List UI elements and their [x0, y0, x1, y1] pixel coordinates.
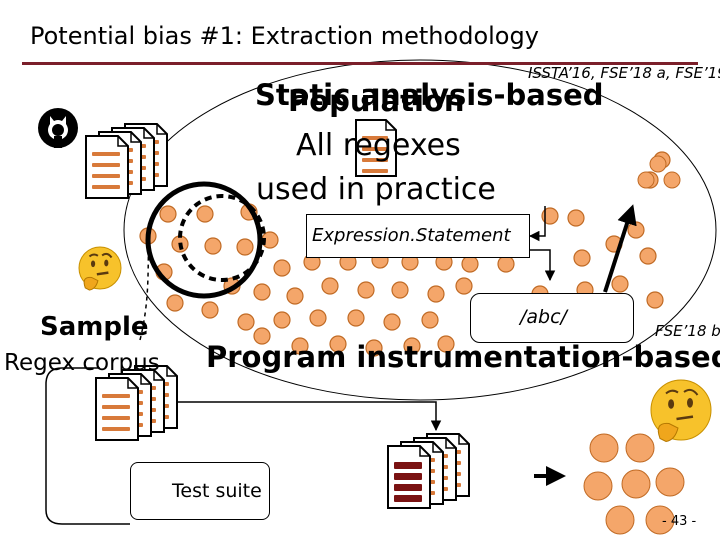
static-flow-arrow-1 — [528, 206, 546, 242]
result-dot — [625, 433, 655, 463]
test-suite-box — [130, 462, 270, 520]
population-dot — [391, 281, 409, 299]
static-flow-arrow-2 — [530, 249, 556, 282]
instrument-flow-arrow — [170, 401, 442, 432]
static-references: ISSTA’16, FSE’18 a, FSE’19 — [528, 64, 720, 82]
regex-literal-value: /abc/ — [520, 306, 567, 328]
population-dot — [291, 337, 309, 355]
population-dot — [541, 207, 559, 225]
population-ellipse — [123, 59, 717, 401]
population-dot — [321, 277, 339, 295]
thinking-face-icon-bottom — [650, 379, 712, 443]
result-dot — [589, 433, 619, 463]
population-dot — [663, 171, 681, 189]
slide-title: Potential bias #1: Extraction methodolog… — [30, 22, 539, 50]
population-dot — [237, 313, 255, 331]
population-dot — [497, 255, 515, 273]
instrumentation-heading: Program instrumentation-based — [206, 340, 720, 374]
population-dot — [365, 339, 383, 357]
sample-circle-solid — [145, 181, 263, 299]
test-suite-bracket — [45, 367, 130, 525]
title-rule — [22, 62, 698, 65]
population-dot — [273, 311, 291, 329]
population-dot — [649, 155, 667, 173]
sample-circle-dashed — [178, 194, 266, 282]
instrumentation-references: FSE’18 b — [655, 322, 720, 340]
github-icon — [38, 108, 78, 148]
population-dot — [403, 337, 421, 355]
document-icon — [95, 377, 139, 441]
population-dot — [236, 238, 254, 256]
population-heading: Population — [288, 84, 465, 118]
test-suite-label: Test suite — [172, 480, 262, 502]
document-stack-icon-top — [85, 123, 168, 199]
population-dot — [347, 309, 365, 327]
thinking-face-icon — [78, 246, 122, 291]
population-dot — [455, 277, 473, 295]
population-dot — [627, 221, 645, 239]
population-dot — [253, 327, 271, 345]
population-dot — [461, 255, 479, 273]
population-dot — [637, 171, 655, 189]
sample-heading: Sample — [40, 312, 149, 342]
page-number: - 43 - — [662, 514, 697, 529]
result-dot — [621, 469, 651, 499]
result-dot — [605, 505, 635, 535]
population-dot — [567, 209, 585, 227]
document-stack-icon-corpus — [95, 365, 178, 441]
population-dot — [286, 287, 304, 305]
population-dot — [573, 249, 591, 267]
result-dot — [655, 467, 685, 497]
population-dot — [329, 335, 347, 353]
population-dot — [309, 309, 327, 327]
expression-statement-box — [306, 214, 530, 258]
population-dot — [357, 281, 375, 299]
document-icon — [85, 135, 129, 199]
population-dot — [427, 285, 445, 303]
regex-corpus-label: Regex corpus — [4, 350, 160, 376]
document-icon — [387, 445, 431, 509]
population-dot — [196, 205, 214, 223]
regex-literal-box — [470, 293, 634, 343]
population-dot — [421, 311, 439, 329]
regex-to-population-arrow — [603, 204, 637, 293]
population-dot — [437, 335, 455, 353]
result-dot — [583, 471, 613, 501]
population-dot — [273, 259, 291, 277]
result-dot — [645, 505, 675, 535]
document-stack-icon-instrumented — [387, 433, 470, 509]
population-dot — [166, 294, 184, 312]
population-dot — [253, 283, 271, 301]
document-icon — [355, 119, 397, 177]
population-dot — [201, 301, 219, 319]
population-dot — [204, 237, 222, 255]
used-in-practice-text: used in practice — [256, 172, 496, 207]
static-analysis-heading: Static analysis-based — [255, 78, 604, 112]
document-icon-population — [355, 119, 397, 177]
population-dot — [639, 247, 657, 265]
population-dot — [383, 313, 401, 331]
population-dot — [611, 275, 629, 293]
population-dot — [646, 291, 664, 309]
expression-statement-label: Expression.Statement — [312, 225, 511, 246]
all-regexes-text: All regexes — [296, 128, 461, 163]
corpus-to-sample-arrow — [139, 189, 181, 341]
population-dot — [159, 205, 177, 223]
